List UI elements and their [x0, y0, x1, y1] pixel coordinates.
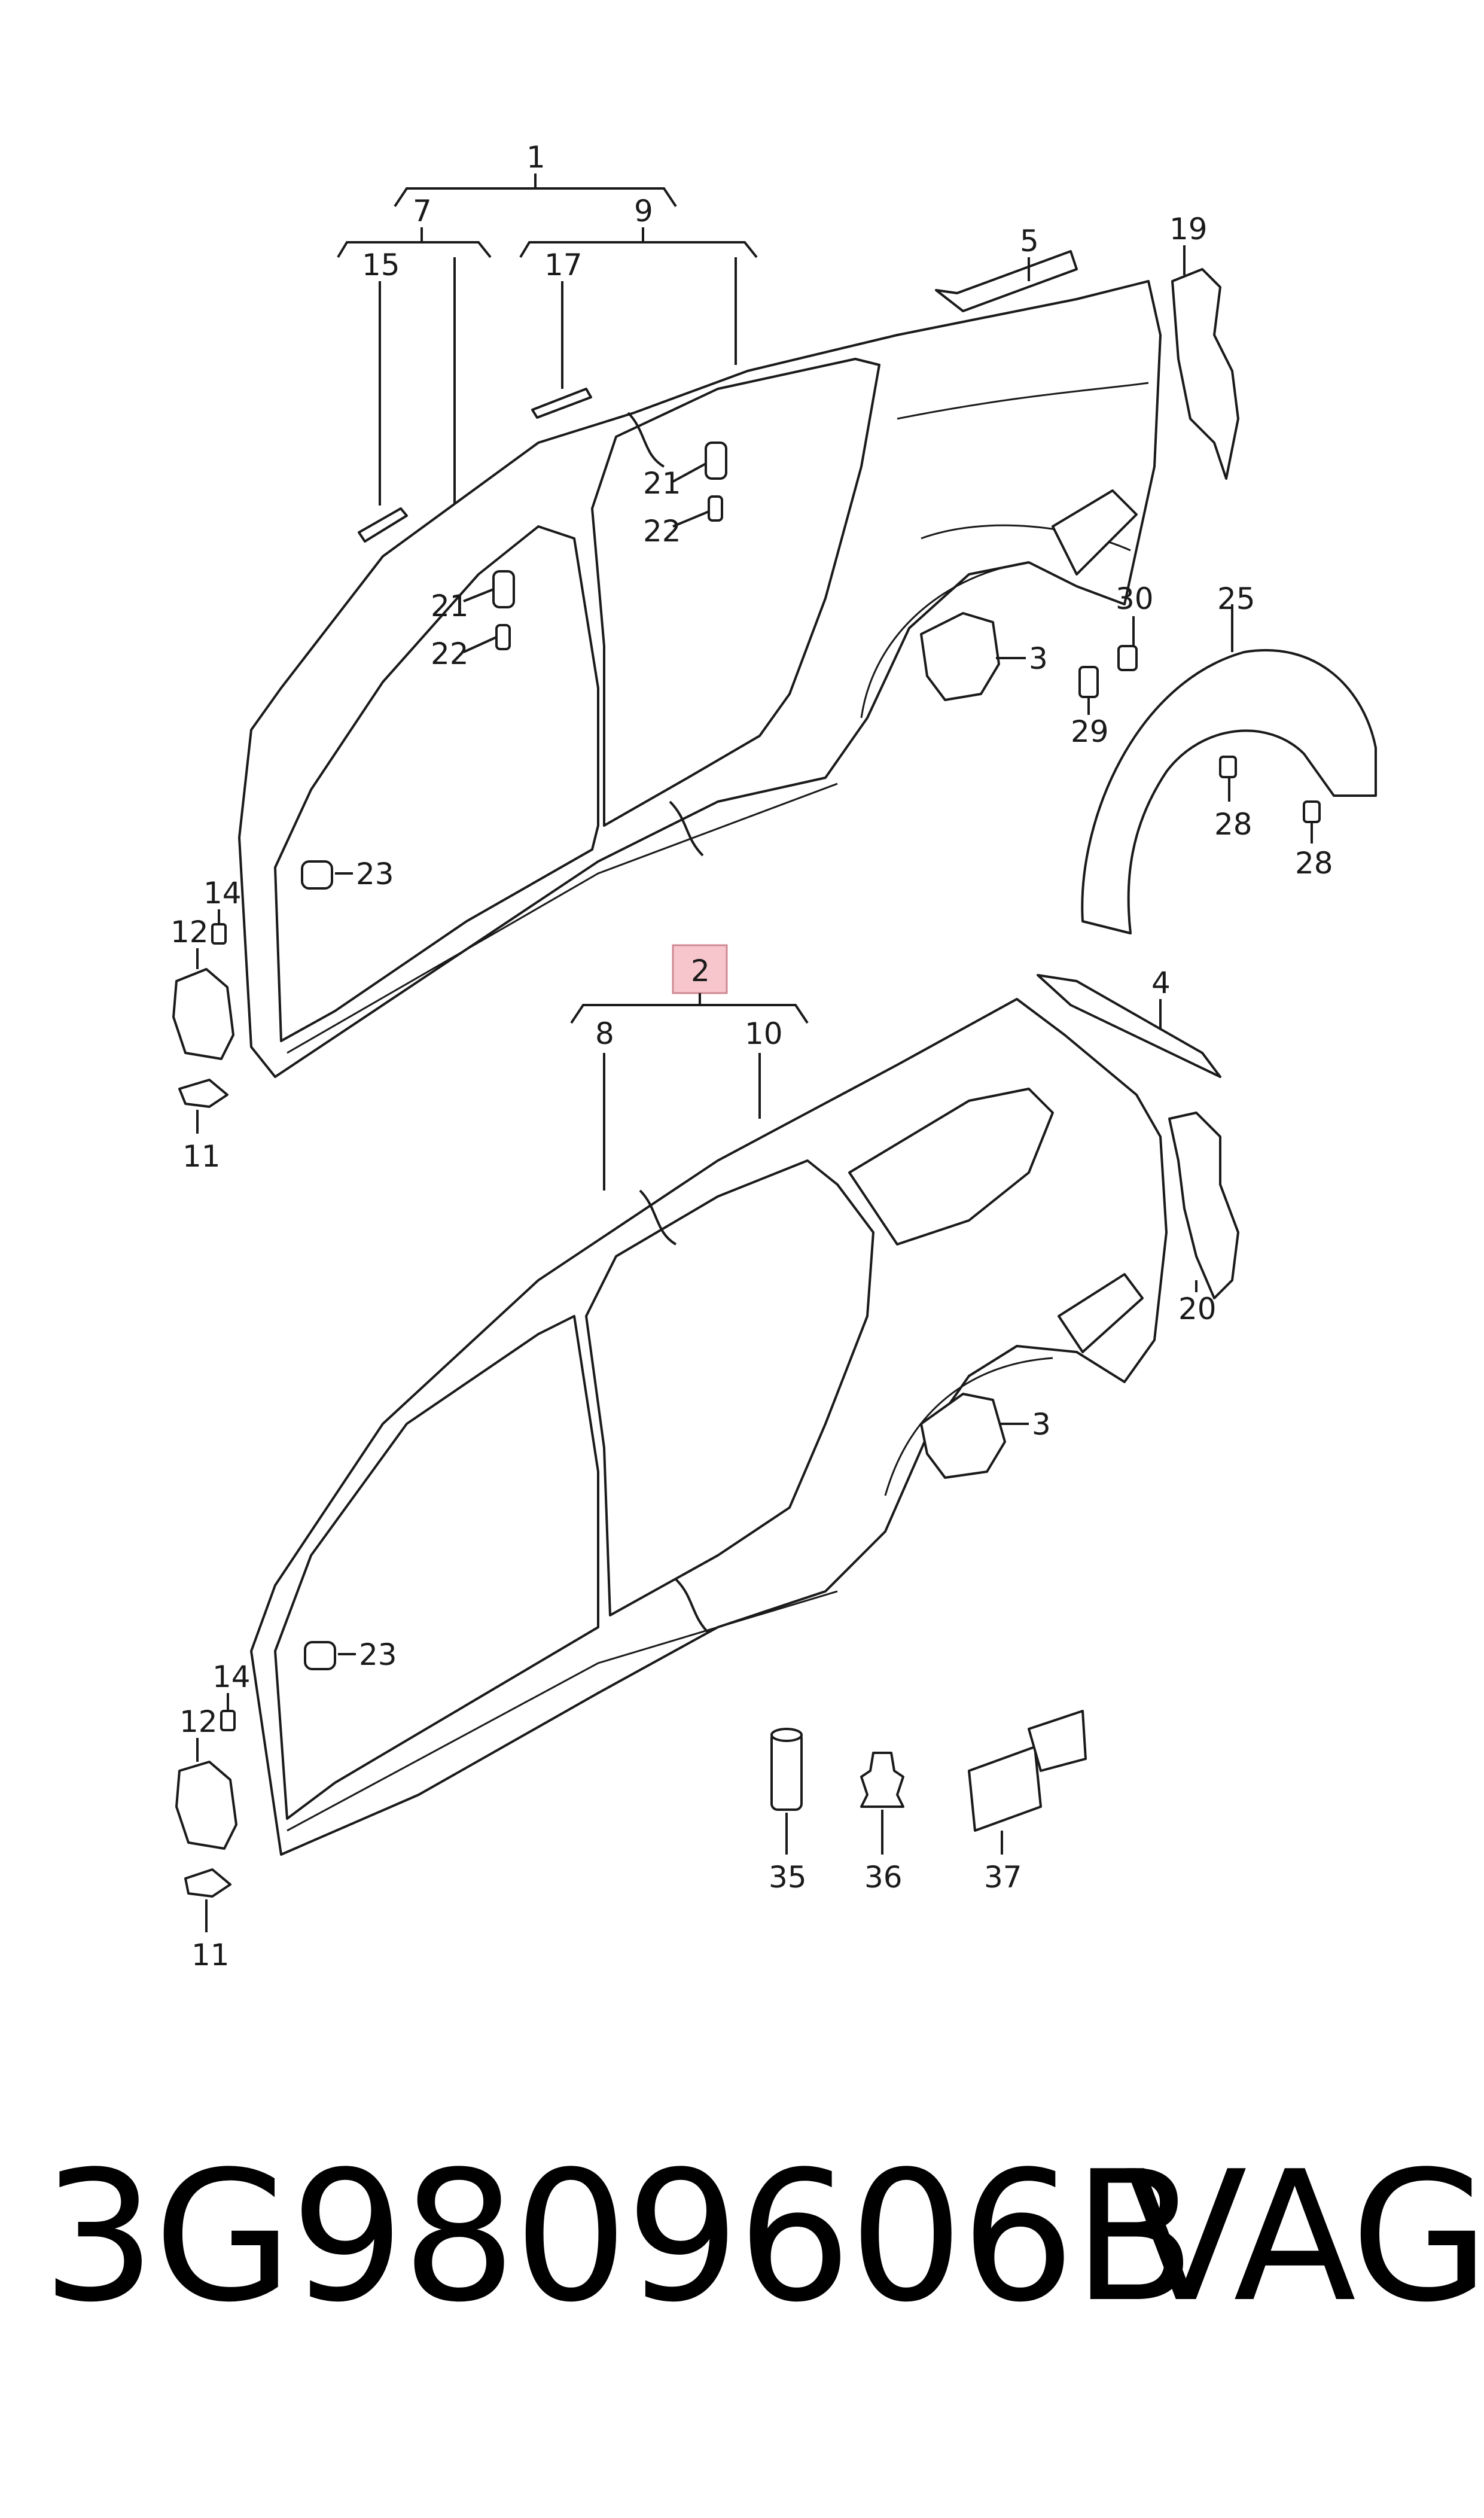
callout-22a: 22 — [643, 514, 681, 549]
callout-19: 19 — [1169, 212, 1208, 246]
top-group-brackets — [337, 173, 758, 520]
top-small-parts — [172, 250, 1377, 1108]
callout-29: 29 — [1071, 714, 1109, 749]
callout-4: 4 — [1151, 966, 1171, 1000]
callout-3a: 3 — [1029, 641, 1048, 676]
callout-3b: 3 — [1032, 1407, 1051, 1442]
callout-21b: 21 — [431, 589, 469, 623]
side-panel-estate — [250, 998, 1168, 1856]
bottom-group-brackets — [570, 993, 809, 1191]
callout-12b: 12 — [179, 1704, 218, 1739]
callout-12a: 12 — [170, 915, 209, 949]
callout-14a: 14 — [203, 876, 242, 911]
callout-30: 30 — [1116, 581, 1154, 616]
callout-11b: 11 — [191, 1938, 230, 1972]
bottom-small-parts — [175, 974, 1239, 1898]
callout-36: 36 — [864, 1860, 903, 1895]
callout-20: 20 — [1178, 1292, 1217, 1326]
callout-10: 10 — [745, 1016, 783, 1051]
callout-23a: 23 — [356, 857, 394, 891]
callout-11a: 11 — [182, 1139, 221, 1174]
callout-28b: 28 — [1295, 846, 1333, 881]
brand-name: VAG — [1125, 2133, 1484, 2342]
bottom-leader-lines — [196, 999, 1197, 1932]
callout-labels: 1 7 9 15 17 5 19 21 22 21 22 3 30 25 29 … — [170, 140, 1333, 1972]
callout-1: 1 — [526, 140, 546, 175]
top-leader-lines — [196, 245, 1313, 1134]
callout-14b: 14 — [212, 1660, 251, 1694]
callout-17: 17 — [544, 248, 583, 282]
callout-28a: 28 — [1214, 807, 1253, 842]
callout-8: 8 — [595, 1016, 614, 1051]
callout-21a: 21 — [643, 466, 681, 501]
callout-25: 25 — [1217, 581, 1256, 616]
callout-35: 35 — [769, 1860, 807, 1895]
side-panel-sedan — [238, 280, 1162, 1078]
callout-7: 7 — [413, 194, 432, 229]
callout-9: 9 — [634, 194, 653, 229]
callout-23b: 23 — [359, 1637, 397, 1672]
callout-5: 5 — [1020, 224, 1039, 258]
callout-2: 2 — [691, 954, 710, 988]
part-number: 3G9809606B — [42, 2133, 1196, 2342]
callout-37: 37 — [984, 1860, 1022, 1895]
callout-15: 15 — [362, 248, 400, 282]
callout-22b: 22 — [431, 637, 469, 671]
